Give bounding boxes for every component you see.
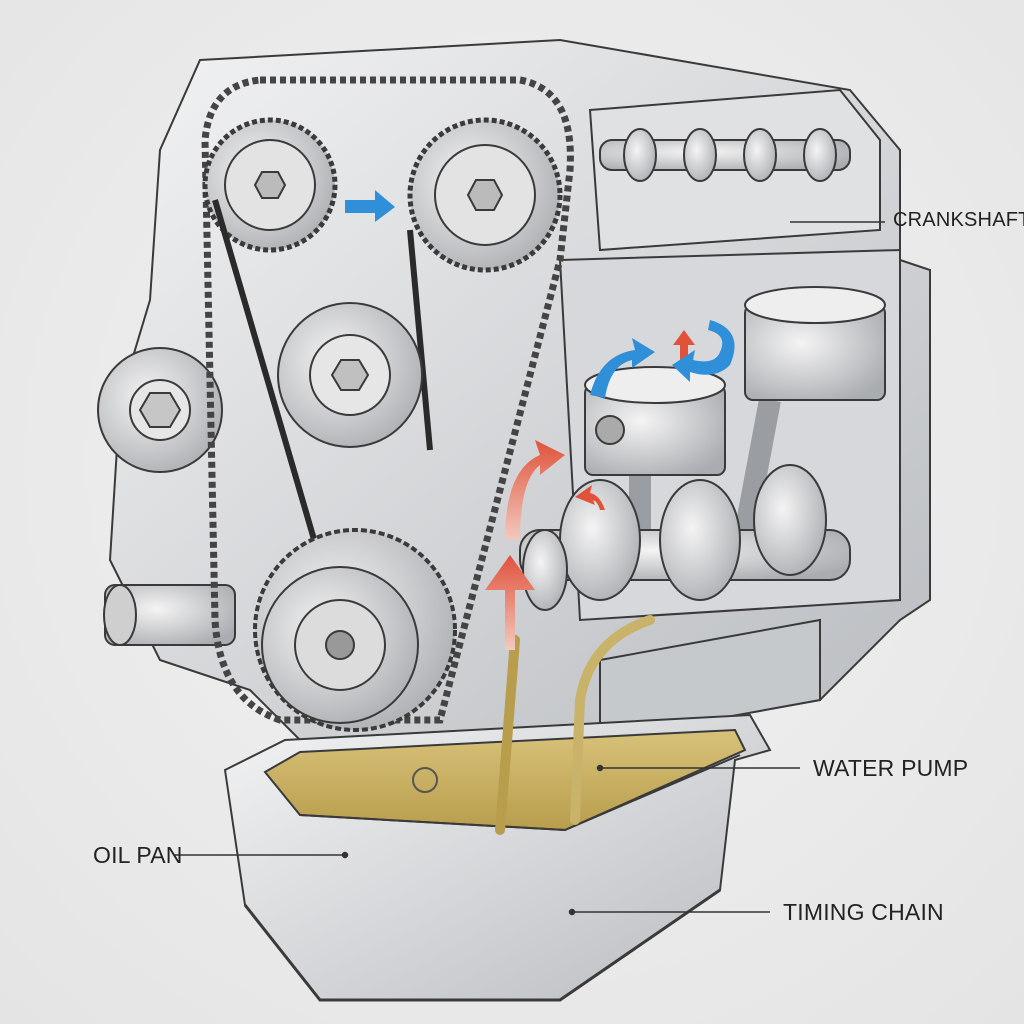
red-arrow-piston	[673, 330, 695, 370]
red-arrow-small	[575, 485, 605, 510]
cam-sprockets	[202, 117, 563, 273]
tensioner-pulley	[277, 302, 423, 448]
timing-chain	[201, 76, 574, 724]
label-crankshaft: CRANKSHAFT	[893, 209, 1024, 231]
label-timing-chain: TIMING CHAIN	[783, 899, 944, 925]
red-arrow-up	[485, 555, 535, 650]
drive-belt	[212, 199, 433, 561]
oil-pan	[223, 713, 772, 1002]
blue-arrow-curve	[590, 338, 655, 398]
water-pump-pulley	[97, 347, 236, 646]
oil-flow-arrows	[345, 190, 735, 650]
blue-arrow-chain	[345, 190, 395, 222]
red-arrow-curve	[505, 440, 565, 540]
leader-lines	[175, 221, 885, 916]
camshaft	[599, 128, 851, 182]
label-oil-pan: OIL PAN	[93, 842, 183, 868]
oil-pickup-tubes	[412, 615, 655, 835]
crankshaft	[519, 464, 851, 611]
blue-arrow-rotate	[672, 320, 735, 382]
crank-pulley	[253, 528, 457, 732]
label-water-pump: WATER PUMP	[813, 755, 969, 781]
